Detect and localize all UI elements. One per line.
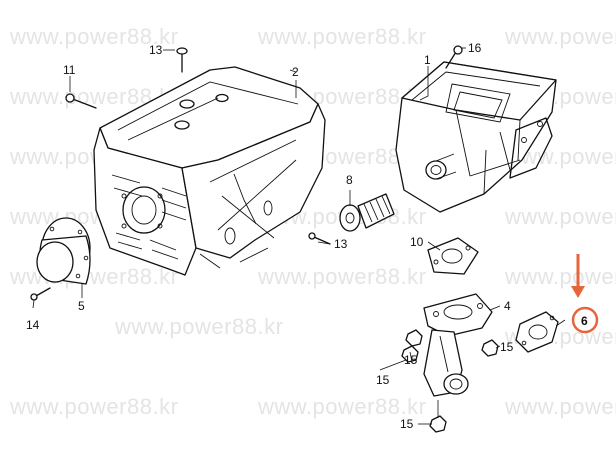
part-6-gasket — [515, 311, 559, 353]
callout-6: 6 — [581, 314, 588, 328]
callout-14: 14 — [26, 318, 40, 332]
callout-15: 15 — [400, 417, 414, 431]
part-8-arrester-screen — [339, 193, 395, 232]
watermark: www.power88.kr — [504, 24, 616, 49]
watermark: www.power88.kr — [257, 394, 426, 419]
callout-10: 10 — [410, 235, 424, 249]
part-4-exhaust-pipe — [423, 293, 493, 397]
callout-16: 16 — [468, 41, 482, 55]
callout-labels: 13 11 2 1 16 8 13 10 5 14 4 6 15 15 15 1… — [26, 41, 588, 431]
watermark: www.power88.kr — [504, 394, 616, 419]
part-1-muffler-body — [395, 61, 557, 213]
watermark: www.power88.kr — [9, 264, 178, 289]
callout-11: 11 — [63, 63, 76, 77]
watermark: www.power88.kr — [257, 24, 426, 49]
highlight-marker — [571, 254, 599, 334]
callout-13: 13 — [149, 43, 163, 57]
fasteners — [30, 45, 499, 433]
watermark: www.power88.kr — [9, 394, 178, 419]
callout-5: 5 — [78, 299, 85, 313]
callout-8: 8 — [346, 173, 353, 187]
part-2-muffler-protector — [93, 66, 326, 276]
watermark: www.power88.kr — [114, 314, 283, 339]
part-5-end-cap — [36, 217, 91, 285]
leader-lines — [32, 47, 566, 425]
watermark: www.power88.kr — [257, 264, 426, 289]
callout-2: 2 — [292, 65, 299, 79]
callout-15: 15 — [500, 340, 514, 354]
callout-15: 15 — [376, 373, 390, 387]
callout-13: 13 — [334, 237, 348, 251]
watermark: www.power88.kr — [9, 24, 178, 49]
watermark: www.power88.kr — [504, 264, 616, 289]
callout-4: 4 — [504, 299, 511, 313]
part-10-gasket — [427, 237, 479, 275]
callout-1: 1 — [424, 53, 431, 67]
callout-15: 15 — [404, 353, 418, 367]
watermark: www.power88.kr — [504, 204, 616, 229]
